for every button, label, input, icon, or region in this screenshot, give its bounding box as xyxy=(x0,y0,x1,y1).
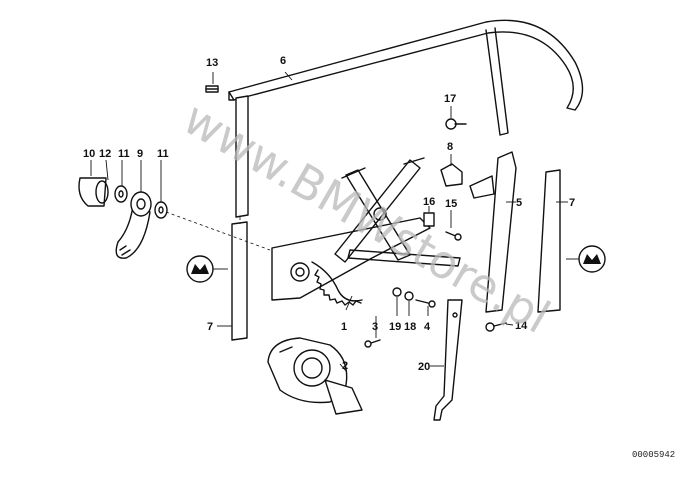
part-3-screw xyxy=(364,339,381,348)
callout-19: 19 xyxy=(389,321,401,333)
callout-9: 9 xyxy=(137,148,143,160)
part-10-drum-housing xyxy=(78,177,109,207)
part-9-cable-pulley xyxy=(115,191,152,259)
part-18-washer xyxy=(404,291,414,301)
part-15-clip xyxy=(423,212,435,227)
callout-14: 14 xyxy=(515,320,528,332)
callout-2: 2 xyxy=(342,360,348,372)
sealant-symbol-icon xyxy=(186,255,228,283)
part-7-left-guide-rail xyxy=(231,95,249,341)
callout-1: 1 xyxy=(341,321,347,333)
part-5-rear-guide-rail xyxy=(469,151,517,313)
part-13-screw xyxy=(205,85,219,93)
callout-12: 12 xyxy=(99,148,111,160)
part-8-guide-block xyxy=(440,163,463,187)
reference-number: 00005942 xyxy=(632,450,675,460)
part-20-lower-bracket xyxy=(433,299,463,421)
callout-labels: 6 13 17 8 16 15 5 7 10 12 11 9 11 7 1 3 … xyxy=(83,55,575,373)
part-19-nut xyxy=(392,287,402,297)
callout-7-right: 7 xyxy=(569,197,575,209)
callout-15: 16 xyxy=(423,196,435,208)
part-12-bearing xyxy=(114,185,128,203)
callout-5: 5 xyxy=(516,197,522,209)
callout-4: 4 xyxy=(424,321,431,333)
part-17-bolt xyxy=(445,118,467,130)
part-16-screw xyxy=(445,231,462,241)
callout-20: 20 xyxy=(418,361,430,373)
callout-11-right: 11 xyxy=(157,148,169,160)
callout-3: 3 xyxy=(372,321,378,333)
part-6-frame-channel xyxy=(228,19,584,136)
leader-lines xyxy=(90,71,568,372)
part-14-bolt xyxy=(485,322,507,332)
part-7-right-guide-rail xyxy=(537,169,561,313)
callout-6: 6 xyxy=(280,55,286,67)
callout-16: 15 xyxy=(445,198,457,210)
part-11-bushing xyxy=(154,201,168,219)
callout-17: 17 xyxy=(444,93,456,105)
callout-8: 8 xyxy=(447,141,453,153)
callout-7-left: 7 xyxy=(207,321,213,333)
callout-10: 10 xyxy=(83,148,95,160)
callout-11-left: 11 xyxy=(118,148,130,160)
callout-13: 13 xyxy=(206,57,218,69)
callout-18: 18 xyxy=(404,321,416,333)
sealant-symbol-icon xyxy=(566,245,606,273)
part-2-window-motor xyxy=(267,337,363,415)
part-1-window-regulator xyxy=(271,157,461,306)
part-4-screw xyxy=(415,299,436,308)
